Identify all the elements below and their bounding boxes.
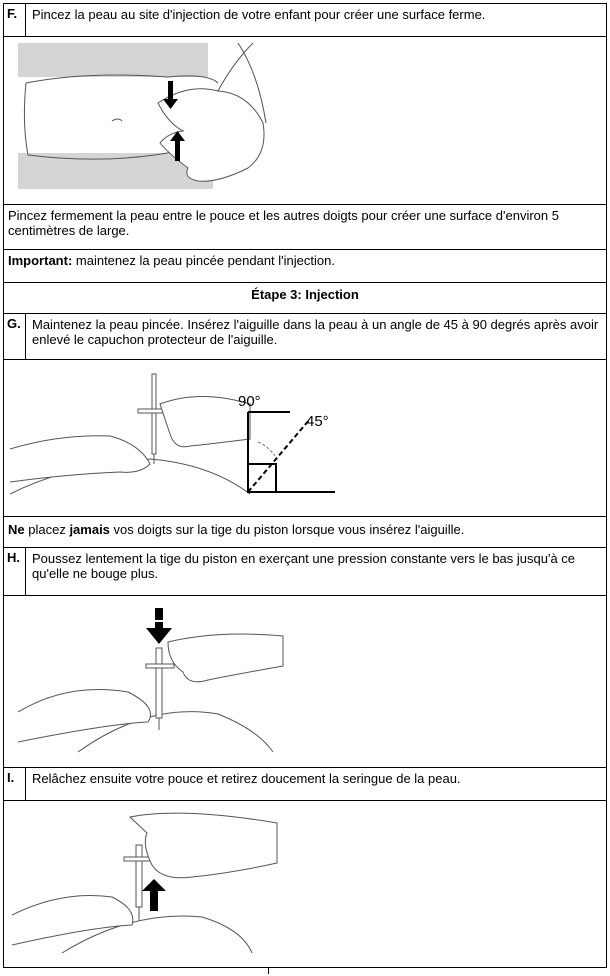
- remove-syringe-illustration-row: [3, 800, 607, 968]
- pinch-note-text: Pincez fermement la peau entre le pouce …: [8, 208, 559, 238]
- step-g-row: G. Maintenez la peau pincée. Insérez l'a…: [3, 313, 607, 359]
- step-letter: G.: [4, 314, 26, 359]
- never-note-row: Ne placez jamais vos doigts sur la tige …: [3, 516, 607, 547]
- important-label: Important:: [8, 253, 73, 268]
- step-letter: H.: [4, 548, 26, 595]
- section-header-row: Étape 3: Injection: [3, 282, 607, 313]
- step-letter: F.: [4, 4, 26, 36]
- push-plunger-illustration: [18, 608, 284, 753]
- table-divider-stub: [268, 968, 269, 974]
- important-row: Important: maintenez la peau pincée pend…: [3, 249, 607, 282]
- never-ne: Ne: [8, 522, 25, 537]
- never-note: Ne placez jamais vos doigts sur la tige …: [8, 522, 602, 537]
- angle-45-label: 45°: [306, 413, 329, 430]
- angle-90-label: 90°: [238, 393, 261, 410]
- step-text: Maintenez la peau pincée. Insérez l'aigu…: [32, 317, 599, 347]
- step-letter: I.: [4, 768, 26, 800]
- important-text: maintenez la peau pincée pendant l'injec…: [72, 253, 335, 268]
- step-text: Pincez la peau au site d'injection de vo…: [32, 7, 486, 22]
- step-f-row: F. Pincez la peau au site d'injection de…: [3, 3, 607, 36]
- never-jamais: jamais: [69, 522, 110, 537]
- insert-needle-illustration: 90° 45°: [10, 373, 335, 495]
- pinch-note-row: Pincez fermement la peau entre le pouce …: [3, 204, 607, 249]
- remove-syringe-illustration: [12, 812, 278, 954]
- insert-needle-illustration-row: 90° 45°: [3, 359, 607, 516]
- never-mid: placez: [24, 522, 70, 537]
- section-header: Étape 3: Injection: [251, 287, 359, 302]
- pinch-skin-illustration-row: [3, 36, 607, 204]
- step-text: Poussez lentement la tige du piston en e…: [32, 551, 576, 581]
- important-note: Important: maintenez la peau pincée pend…: [8, 253, 602, 268]
- never-rest: vos doigts sur la tige du piston lorsque…: [109, 522, 465, 537]
- step-h-row: H. Poussez lentement la tige du piston e…: [3, 547, 607, 595]
- push-plunger-illustration-row: [3, 595, 607, 767]
- step-text: Relâchez ensuite votre pouce et retirez …: [32, 771, 461, 786]
- step-i-row: I. Relâchez ensuite votre pouce et retir…: [3, 767, 607, 800]
- pinch-skin-illustration: [18, 43, 267, 189]
